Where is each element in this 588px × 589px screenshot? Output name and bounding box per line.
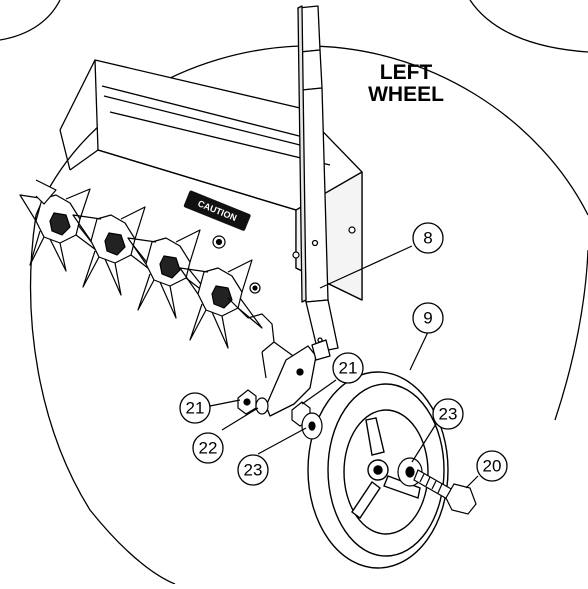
svg-text:21: 21 — [186, 399, 205, 418]
view-heading-line-2: WHEEL — [368, 83, 444, 106]
wheel-assembly — [307, 371, 449, 569]
callout-22: 22 — [192, 432, 224, 464]
callout-9: 9 — [412, 302, 444, 334]
hardware — [237, 389, 477, 515]
tine-wheel — [127, 229, 213, 319]
axle-bolt — [413, 469, 477, 515]
spike-tines — [19, 179, 297, 379]
tine-wheel — [72, 206, 158, 296]
callout-21-upper: 21 — [332, 352, 364, 384]
tine-wheel-partial — [227, 297, 297, 379]
svg-text:20: 20 — [483, 457, 502, 476]
tine-wheel — [179, 259, 263, 349]
adjacent-view-arc-right — [469, 0, 588, 53]
tine-wheel — [19, 188, 101, 272]
svg-text:23: 23 — [439, 405, 458, 424]
caution-decal: CAUTION — [183, 190, 251, 231]
svg-text:23: 23 — [244, 461, 263, 480]
view-heading-line-1: LEFT — [379, 61, 433, 84]
svg-text:9: 9 — [423, 309, 432, 328]
wheel-handle — [265, 5, 339, 417]
wheel-spokes — [351, 417, 421, 520]
callout-23-inner: 23 — [237, 454, 269, 486]
callout-23-outer: 23 — [432, 398, 464, 430]
svg-text:22: 22 — [199, 439, 218, 458]
leader-lines — [209, 245, 479, 489]
tine-edge-left — [35, 179, 57, 205]
svg-text:21: 21 — [339, 359, 358, 378]
adjacent-view-arc-left — [0, 0, 61, 41]
callout-20: 20 — [476, 450, 508, 482]
callout-21: 21 — [179, 392, 211, 424]
view-heading: LEFT WHEEL — [336, 62, 476, 106]
lock-washer — [255, 397, 269, 415]
svg-text:8: 8 — [423, 229, 432, 248]
housing-bolts — [212, 226, 356, 294]
callout-8: 8 — [412, 222, 444, 254]
